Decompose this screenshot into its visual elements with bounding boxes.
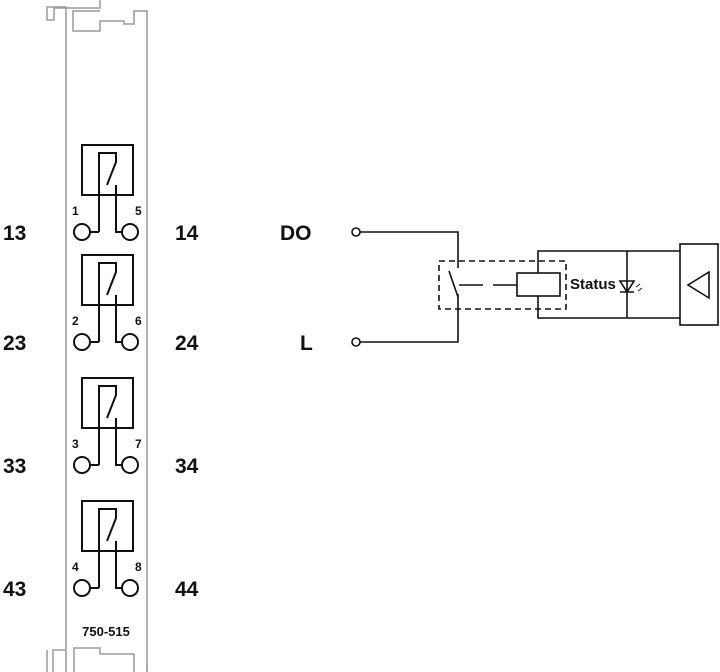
pin-left-number: 2: [72, 314, 79, 328]
relay-box: [81, 500, 134, 552]
left-terminal-number: 33: [3, 455, 26, 478]
terminal-right-icon: [121, 223, 139, 241]
terminal-left-icon: [73, 579, 91, 597]
relay-contact-icon: [98, 152, 117, 232]
pin-right-number: 5: [135, 204, 142, 218]
left-terminal-number: 43: [3, 578, 26, 601]
pin-left-number: 1: [72, 204, 79, 218]
logic-block: [679, 243, 719, 326]
right-terminal-number: 34: [175, 455, 199, 478]
do-label: DO: [280, 222, 312, 245]
relay-channels: 1 5 13 14 2 6 23 24 3 7 33 34 4 8 43 44: [3, 144, 199, 601]
module-model-label: 750-515: [82, 624, 130, 639]
right-terminal-number: 14: [175, 222, 199, 245]
triangle-icon: [686, 270, 710, 300]
module-housing: [46, 0, 148, 672]
pin-right-number: 6: [135, 314, 142, 328]
terminal-left-icon: [73, 456, 91, 474]
pin-left-number: 3: [72, 437, 79, 451]
left-terminal-number: 13: [3, 222, 26, 245]
relay-schematic: [351, 227, 719, 347]
relay-contact-icon: [98, 385, 117, 465]
pin-right-number: 8: [135, 560, 142, 574]
relay-contact-icon: [98, 262, 117, 342]
relay-channel: 4 8 43 44: [3, 500, 199, 601]
relay-coil-icon: [516, 272, 561, 297]
left-terminal-number: 23: [3, 332, 26, 355]
relay-channel: 2 6 23 24: [3, 254, 199, 355]
relay-channel: 3 7 33 34: [3, 377, 199, 478]
l-terminal-icon: [351, 337, 361, 347]
terminal-right-icon: [121, 579, 139, 597]
status-led-icon: [618, 280, 636, 294]
relay-enclosure-dashed: [438, 260, 567, 310]
relay-box: [81, 144, 134, 196]
relay-box: [81, 254, 134, 306]
relay-contact-icon: [448, 270, 459, 298]
l-label: L: [300, 332, 313, 355]
status-label: Status: [570, 276, 616, 293]
terminal-left-icon: [73, 223, 91, 241]
terminal-right-icon: [121, 456, 139, 474]
relay-contact-icon: [98, 508, 117, 588]
pin-left-number: 4: [72, 560, 79, 574]
terminal-left-icon: [73, 333, 91, 351]
do-terminal-icon: [351, 227, 361, 237]
right-terminal-number: 44: [175, 578, 199, 601]
pin-right-number: 7: [135, 437, 142, 451]
right-terminal-number: 24: [175, 332, 199, 355]
terminal-right-icon: [121, 333, 139, 351]
relay-channel: 1 5 13 14: [3, 144, 199, 245]
relay-box: [81, 377, 134, 429]
